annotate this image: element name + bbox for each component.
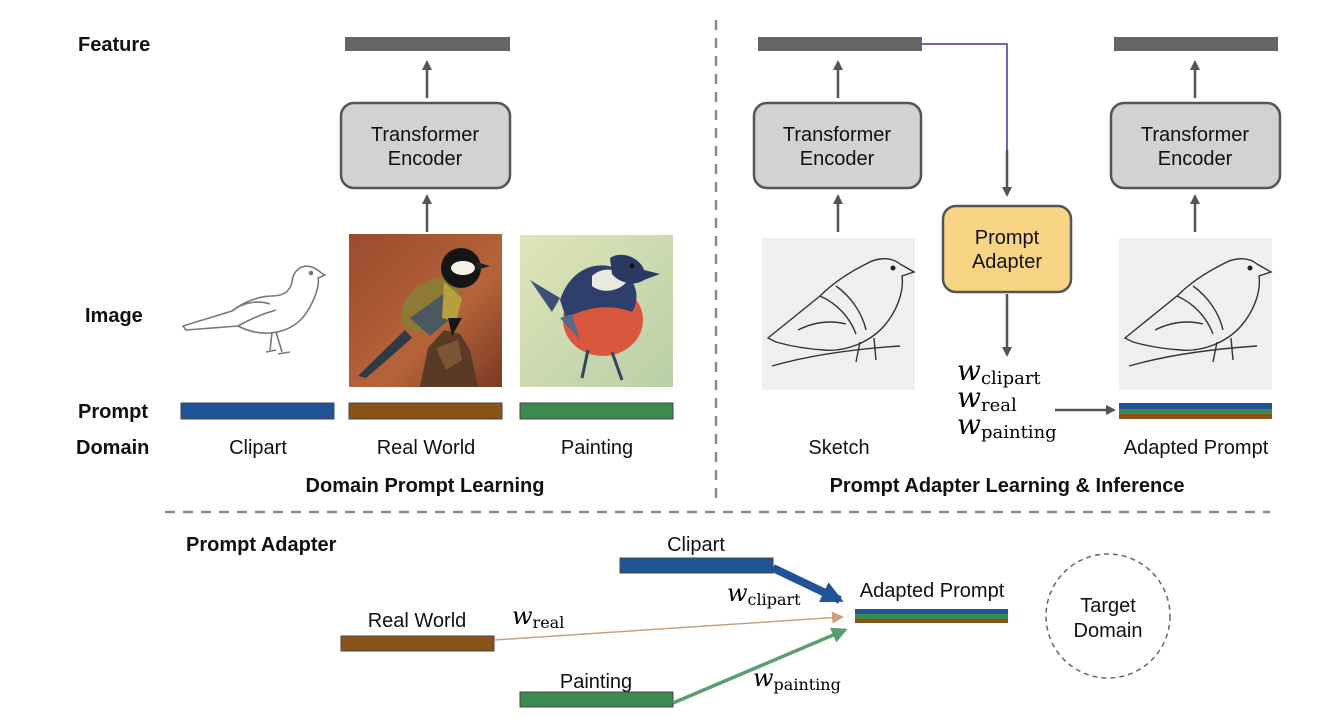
bottom-label-clipart: Clipart: [667, 534, 725, 556]
domain-label-painting: Painting: [561, 437, 633, 459]
target-domain-line1: Target: [1080, 595, 1136, 617]
arrow-painting-to-adapted: [672, 627, 848, 705]
encoder-sketch-line1: Transformer: [783, 124, 892, 146]
bottom-adapted-label: Adapted Prompt: [860, 580, 1005, 602]
bottom-weight-real: wreal: [512, 602, 564, 632]
bottom-label-painting: Painting: [560, 671, 632, 693]
bottom-bar-real-world: [340, 635, 495, 652]
image-painting-bird: [520, 235, 673, 387]
weight-clipart: wclipart: [957, 354, 1041, 389]
encoder-adapted-line1: Transformer: [1141, 124, 1250, 146]
image-clipart-bird: [182, 265, 326, 355]
bottom-adapted-prompt-bar: [855, 609, 1008, 623]
feature-to-adapter-link: [922, 43, 1008, 190]
prompt-adapter-box: [941, 204, 1073, 294]
row-label-prompt: Prompt: [78, 401, 148, 423]
arrow-real-to-adapted: [493, 611, 844, 641]
bottom-weight-painting: wpainting: [753, 664, 841, 694]
feature-bar-left: [345, 37, 510, 51]
bottom-label-real-world: Real World: [368, 610, 467, 632]
prompt-bar-real-world: [348, 402, 503, 420]
prompt-bar-clipart: [180, 402, 335, 420]
transformer-encoder-sketch: [752, 101, 923, 190]
encoder-left-line2: Encoder: [388, 148, 463, 170]
prompt-adapter-line2: Adapter: [972, 251, 1042, 273]
target-domain-circle: [1045, 553, 1171, 679]
row-label-image: Image: [85, 305, 143, 327]
right-panel-title: Prompt Adapter Learning & Inference: [830, 475, 1185, 497]
image-real-world-bird: [349, 234, 502, 387]
sketch-label: Sketch: [808, 437, 869, 459]
adapted-prompt-bar: [1119, 403, 1272, 419]
transformer-encoder-left: [339, 101, 512, 190]
encoder-left-line1: Transformer: [371, 124, 480, 146]
left-panel-title: Domain Prompt Learning: [306, 475, 545, 497]
prompt-bar-painting: [519, 402, 674, 420]
weight-real: wreal: [957, 381, 1017, 416]
feature-bar-sketch: [758, 37, 922, 51]
bottom-weight-clipart: wclipart: [727, 579, 801, 609]
encoder-sketch-line2: Encoder: [800, 148, 875, 170]
transformer-encoder-adapted: [1109, 101, 1282, 190]
target-domain-line2: Domain: [1074, 620, 1143, 642]
image-sketch-bird-adapted: [1119, 238, 1273, 390]
arrow-clipart-to-adapted: [771, 564, 844, 604]
bottom-bar-clipart: [619, 557, 774, 574]
row-label-feature: Feature: [78, 34, 150, 56]
row-label-domain: Domain: [76, 437, 149, 459]
bottom-bar-painting: [519, 691, 674, 708]
image-sketch-bird: [762, 238, 916, 390]
weight-painting: wpainting: [957, 408, 1057, 443]
adapted-prompt-label: Adapted Prompt: [1124, 437, 1269, 459]
encoder-adapted-line2: Encoder: [1158, 148, 1233, 170]
domain-label-clipart: Clipart: [229, 437, 287, 459]
domain-label-real-world: Real World: [377, 437, 476, 459]
feature-bar-adapted: [1114, 37, 1278, 51]
prompt-adapter-line1: Prompt: [975, 227, 1040, 249]
bottom-panel-title: Prompt Adapter: [186, 534, 337, 556]
